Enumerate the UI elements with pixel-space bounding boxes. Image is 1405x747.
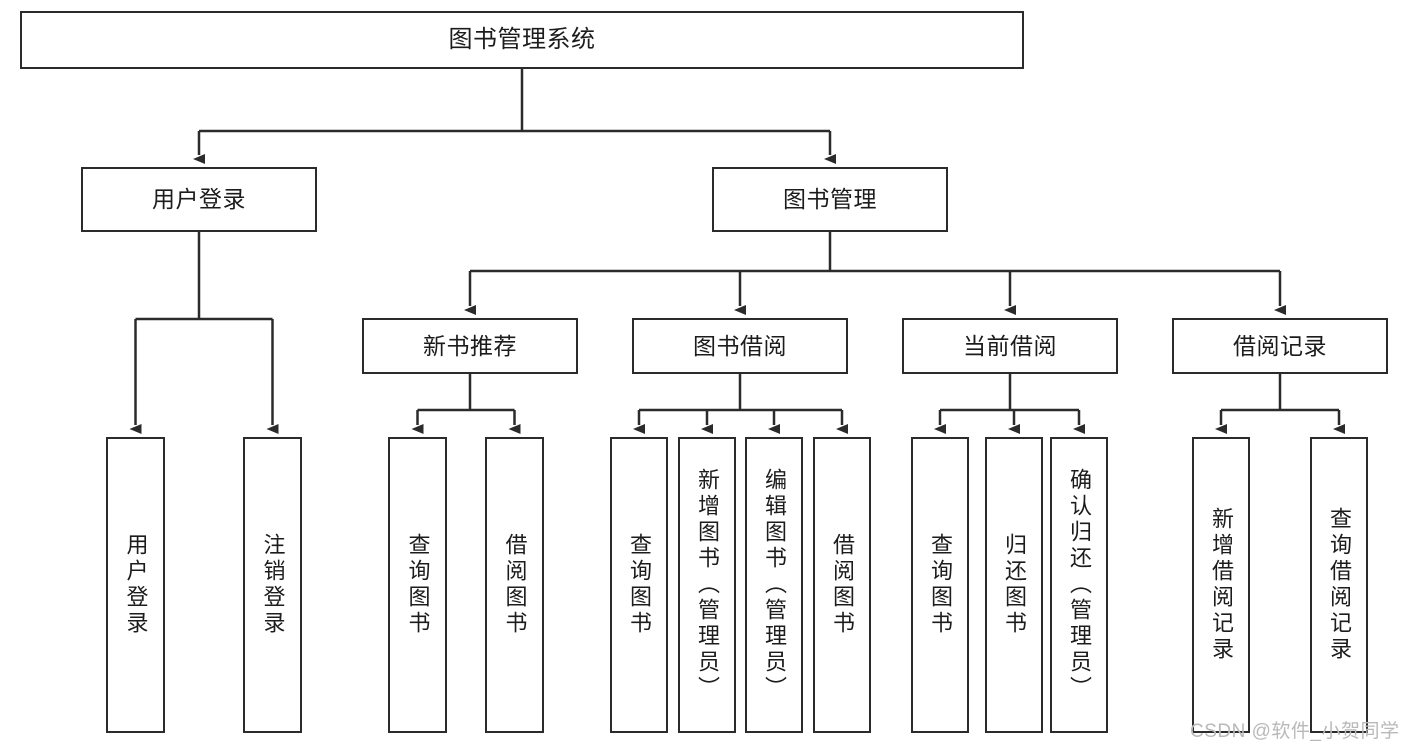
node-label: 用户登录: [152, 186, 246, 213]
node-leaf-rec-query-book[interactable]: 查询图书: [388, 437, 447, 733]
node-l2-book-borrow[interactable]: 图书借阅: [632, 318, 848, 374]
node-label: 当前借阅: [963, 332, 1057, 359]
node-label: 用户登录: [123, 533, 149, 637]
node-label: 借阅记录: [1233, 332, 1327, 359]
node-label: 编辑图书（管理员）: [762, 468, 787, 702]
node-label: 新增借阅记录: [1209, 507, 1234, 663]
node-leaf-cb-confirm-return[interactable]: 确认归还（管理员）: [1050, 437, 1108, 733]
node-label: 新增图书（管理员）: [695, 468, 720, 702]
node-leaf-cb-query-book[interactable]: 查询图书: [911, 437, 969, 733]
node-leaf-bb-borrow-book[interactable]: 借阅图书: [813, 437, 871, 733]
node-label: 确认归还（管理员）: [1067, 468, 1092, 702]
node-label: 查询借阅记录: [1327, 507, 1352, 663]
node-label: 注销登录: [260, 533, 286, 637]
node-leaf-bb-query-book[interactable]: 查询图书: [610, 437, 668, 733]
node-leaf-bb-edit-book[interactable]: 编辑图书（管理员）: [745, 437, 803, 733]
node-root[interactable]: 图书管理系统: [20, 11, 1024, 69]
node-label: 新书推荐: [423, 332, 517, 359]
node-label: 借阅图书: [502, 533, 528, 637]
node-label: 查询图书: [627, 533, 652, 637]
connector-group: [129, 69, 1345, 434]
node-l2-new-book-rec[interactable]: 新书推荐: [362, 318, 578, 374]
node-label: 图书借阅: [693, 332, 787, 359]
node-leaf-cb-return-book[interactable]: 归还图书: [985, 437, 1043, 733]
node-label: 查询图书: [928, 533, 953, 637]
node-leaf-user-login[interactable]: 用户登录: [106, 437, 165, 733]
node-l1-user-login[interactable]: 用户登录: [81, 167, 317, 232]
node-l1-book-mgmt[interactable]: 图书管理: [712, 167, 948, 232]
node-l2-borrow-record[interactable]: 借阅记录: [1172, 318, 1388, 374]
node-l2-current-borrow[interactable]: 当前借阅: [902, 318, 1118, 374]
node-leaf-br-add-record[interactable]: 新增借阅记录: [1192, 437, 1250, 733]
node-leaf-bb-add-book[interactable]: 新增图书（管理员）: [678, 437, 736, 733]
node-leaf-br-query-record[interactable]: 查询借阅记录: [1310, 437, 1368, 733]
node-label: 图书管理系统: [448, 26, 596, 54]
node-leaf-rec-borrow-book[interactable]: 借阅图书: [485, 437, 544, 733]
node-label: 借阅图书: [830, 533, 855, 637]
node-label: 图书管理: [783, 186, 877, 213]
node-leaf-logout[interactable]: 注销登录: [243, 437, 302, 733]
node-label: 查询图书: [405, 533, 431, 637]
node-label: 归还图书: [1002, 533, 1027, 637]
